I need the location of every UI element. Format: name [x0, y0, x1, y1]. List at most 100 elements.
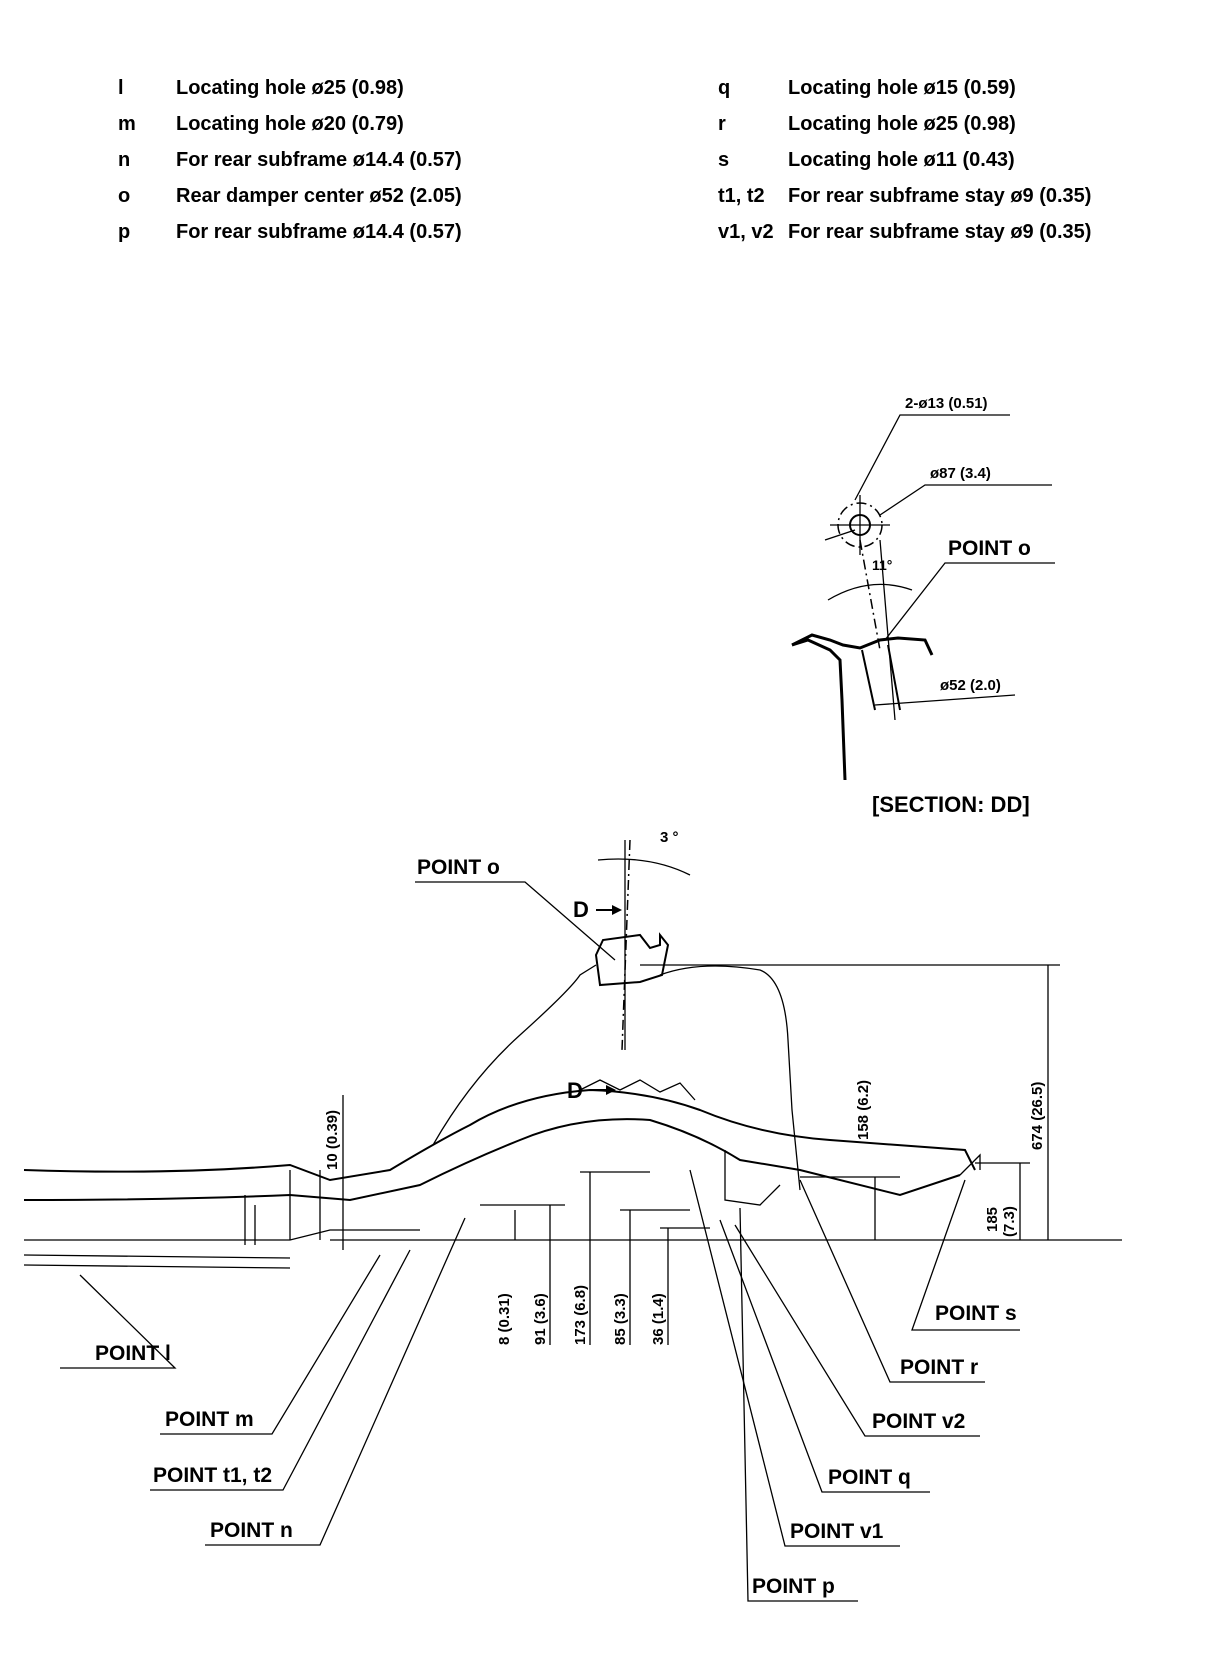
holes-leader-line	[854, 414, 1010, 501]
diameter-dim-line	[874, 694, 1016, 706]
legend-key: p	[118, 220, 131, 243]
frame-bracket-lines	[244, 1170, 321, 1245]
legend-row-t1-t2: t1, t2 For rear subframe stay ø9 (0.35)	[718, 178, 1091, 214]
legend-row-r: r Locating hole ø25 (0.98)	[718, 106, 1091, 142]
point-v2-leader	[734, 1224, 980, 1437]
dim-label-36: 36 (1.4)	[650, 1293, 667, 1345]
point-t1t2-leader	[150, 1249, 411, 1491]
legend-left: l Locating hole ø25 (0.98) m Locating hole…	[118, 70, 462, 250]
dim-label-10: 10 (0.39)	[324, 1110, 341, 1170]
frame-upper-curve	[23, 1088, 976, 1182]
wheelhouse-front-outline	[432, 964, 597, 1146]
point-m-label: POINT m	[165, 1408, 254, 1431]
legend-key: v1, v2	[718, 220, 774, 243]
damper-mount-bracket	[594, 932, 670, 987]
angle-reference-line	[879, 539, 896, 721]
legend-key: n	[118, 148, 131, 171]
angle-label-3deg: 3 °	[660, 829, 679, 846]
point-r-leader	[799, 1179, 985, 1383]
legend-key: r	[718, 112, 726, 135]
dim-label-674: 674 (26.5)	[1029, 1082, 1046, 1150]
point-t1t2-label: POINT t1, t2	[153, 1464, 272, 1487]
pcd-label: ø87 (3.4)	[930, 465, 991, 482]
legend-text: Locating hole ø11 (0.43)	[788, 148, 1015, 171]
damper-wall-right	[887, 644, 901, 711]
point-v1-leader	[689, 1169, 900, 1547]
dim-label-8: 8 (0.31)	[496, 1293, 513, 1345]
legend-row-v1-v2: v1, v2 For rear subframe stay ø9 (0.35)	[718, 214, 1091, 250]
section-arrowhead-top	[612, 905, 622, 915]
dim-label-85: 85 (3.3)	[612, 1293, 629, 1345]
point-l-leader	[60, 1274, 177, 1369]
point-p-label: POINT p	[752, 1575, 835, 1598]
legend-row-s: s Locating hole ø11 (0.43)	[718, 142, 1091, 178]
legend-row-o: o Rear damper center ø52 (2.05)	[118, 178, 462, 214]
dim-arrow-line	[824, 529, 856, 541]
section-arrowhead-bottom	[606, 1085, 616, 1095]
dim-label-158: 158 (6.2)	[855, 1080, 872, 1140]
legend-text: For rear subframe stay ø9 (0.35)	[788, 184, 1092, 207]
point-l-label: POINT l	[95, 1342, 171, 1365]
point-v1-label: POINT v1	[790, 1520, 884, 1543]
damper-axis-line	[859, 539, 881, 651]
damper-wall-left	[861, 649, 876, 711]
section-body-side-outline	[791, 638, 847, 781]
main-side-view: 3 ° POINT o D D	[23, 829, 1122, 1602]
legend-key: m	[118, 112, 136, 135]
legend-text: Locating hole ø25 (0.98)	[176, 76, 404, 99]
diameter-label: ø52 (2.0)	[940, 677, 1001, 694]
legend-row-n: n For rear subframe ø14.4 (0.57)	[118, 142, 462, 178]
point-v2-label: POINT v2	[872, 1410, 965, 1433]
legend-text: Rear damper center ø52 (2.05)	[176, 184, 462, 207]
angle-arc-3deg	[597, 858, 691, 876]
point-q-label: POINT q	[828, 1466, 911, 1489]
point-p-leader	[739, 1207, 858, 1602]
legend-key: o	[118, 184, 131, 207]
rear-end-bracket	[959, 1153, 981, 1176]
section-body-top-outline	[791, 633, 934, 656]
pcd-leader-line	[879, 484, 1052, 516]
point-r-label: POINT r	[900, 1356, 978, 1379]
legend-text: Locating hole ø25 (0.98)	[788, 112, 1016, 135]
legend-text: For rear subframe ø14.4 (0.57)	[176, 220, 462, 243]
legend-text: Locating hole ø15 (0.59)	[788, 76, 1016, 99]
damper-axis-main	[621, 839, 631, 1051]
frame-lower-curve	[23, 1118, 961, 1202]
point-m-leader	[160, 1254, 381, 1435]
legend-row-l: l Locating hole ø25 (0.98)	[118, 70, 462, 106]
holes-label: 2-ø13 (0.51)	[905, 395, 988, 412]
point-q-leader	[719, 1219, 930, 1493]
floor-line-bottom	[23, 1264, 291, 1269]
point-o-main-leader	[415, 881, 616, 961]
section-marker-d-top: D	[573, 897, 589, 922]
legend-row-p: p For rear subframe ø14.4 (0.57)	[118, 214, 462, 250]
bump-stop-outline	[579, 1079, 696, 1101]
dim-label-185-in: (7.3)	[1001, 1206, 1018, 1237]
legend-text: For rear subframe ø14.4 (0.57)	[176, 148, 462, 171]
point-o-label: POINT o	[948, 537, 1031, 560]
point-o-main-label: POINT o	[417, 856, 500, 879]
point-n-label: POINT n	[210, 1519, 293, 1542]
angle-label-11: 11°	[872, 557, 892, 573]
legend-text: For rear subframe stay ø9 (0.35)	[788, 220, 1092, 243]
section-dd-title: [SECTION: DD]	[872, 792, 1030, 817]
legend-text: Locating hole ø20 (0.79)	[176, 112, 404, 135]
point-n-leader	[205, 1217, 466, 1546]
dim-label-91: 91 (3.6)	[532, 1293, 549, 1345]
point-o-leader-line	[884, 562, 1055, 641]
legend-key: l	[118, 76, 124, 99]
legend-key: s	[718, 148, 730, 171]
section-dd-detail: 2-ø13 (0.51) ø87 (3.4) 11° POINT o ø52 (…	[791, 395, 1055, 817]
floor-line-lower	[23, 1254, 291, 1259]
angle-arc	[827, 583, 913, 601]
legend-key: t1, t2	[718, 184, 765, 207]
wheelhouse-rear-outline	[659, 965, 801, 1191]
subframe-bracket	[724, 1150, 781, 1206]
point-s-leader	[911, 1179, 1020, 1331]
legend-row-m: m Locating hole ø20 (0.79)	[118, 106, 462, 142]
dim-label-173: 173 (6.8)	[572, 1285, 589, 1345]
point-s-label: POINT s	[935, 1302, 1017, 1325]
